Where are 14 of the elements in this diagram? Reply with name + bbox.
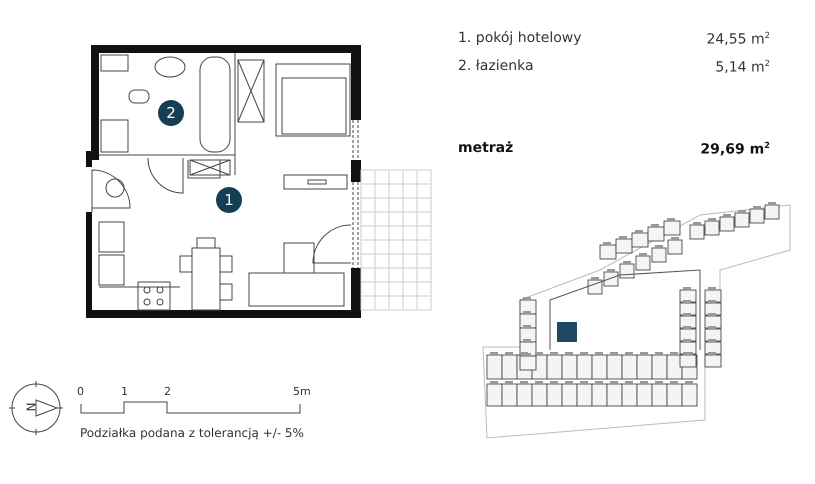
- total-area-label: metraż: [458, 140, 514, 156]
- room-area: 24,55 m$^{2}$: [706, 30, 770, 48]
- scale-number: 0: [77, 385, 84, 398]
- scale-number: 2: [164, 385, 171, 398]
- scale-note: Podziałka podana z tolerancją +/- 5%: [80, 426, 304, 440]
- callout-number: 2: [158, 100, 184, 126]
- room-name: 2. łazienka: [458, 58, 534, 74]
- room-area: 5,14 m$^{2}$: [715, 58, 770, 76]
- callout-number: 1: [216, 187, 242, 213]
- total-area-value: 29,69 m$^{2}$: [700, 140, 770, 158]
- room-name: 1. pokój hotelowy: [458, 30, 582, 46]
- scale-number: 5m: [293, 385, 311, 398]
- north-label: N: [24, 402, 38, 412]
- scale-number: 1: [121, 385, 128, 398]
